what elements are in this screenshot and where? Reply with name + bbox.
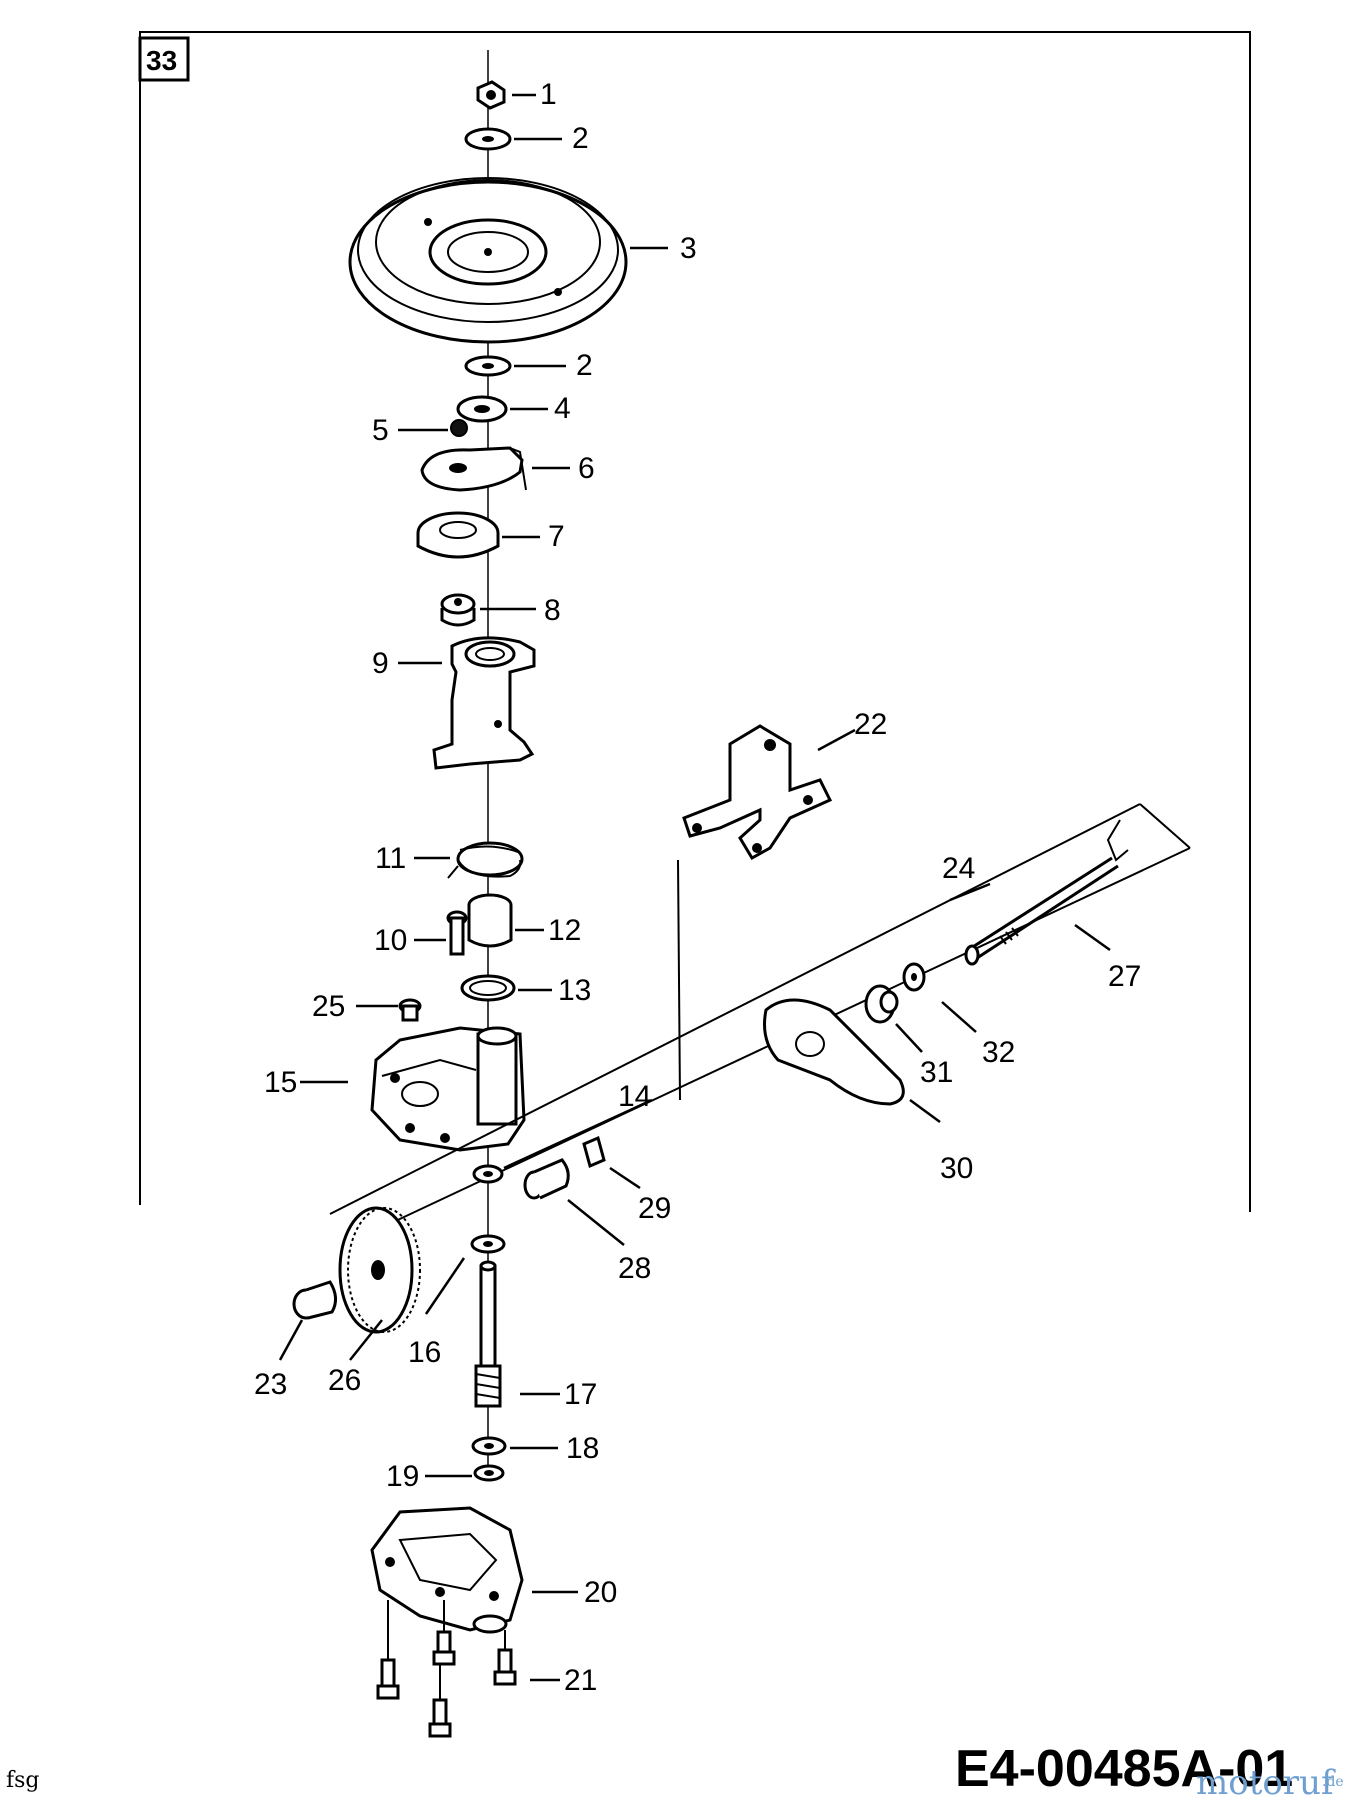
callout-label: 18	[566, 1432, 599, 1465]
spring-part	[447, 841, 524, 879]
callout-label: 6	[578, 452, 595, 485]
bushing-part	[292, 1280, 337, 1320]
worm-gear-part	[338, 1206, 421, 1334]
seal-part	[582, 1135, 606, 1169]
callout-label: 27	[1108, 960, 1141, 993]
callout-label: 23	[254, 1368, 287, 1401]
callout-label: 14	[618, 1080, 651, 1113]
watermark-logo-suffix: .de	[1322, 1774, 1344, 1790]
mounting-bracket-part	[682, 724, 833, 861]
callout-label: 20	[584, 1576, 617, 1609]
transmission-housing-part	[370, 1026, 526, 1152]
watermark-logo: motoruf	[1196, 1763, 1336, 1800]
callout-label: 12	[548, 914, 581, 947]
collar-nut-part	[440, 593, 476, 627]
callout-label: 28	[618, 1252, 651, 1285]
shift-bracket-part	[432, 636, 536, 770]
diagram-frame: 33	[138, 31, 1251, 1212]
axle-part	[329, 803, 1191, 1241]
callout-label: 8	[544, 594, 561, 627]
worm-shaft-part	[474, 1260, 502, 1408]
callout-label: 2	[576, 349, 593, 382]
washer-part	[902, 962, 926, 992]
callout-label: 15	[264, 1066, 297, 1099]
hex-nut-part	[476, 80, 506, 110]
bracket-plate-part	[420, 446, 527, 492]
o-ring-part	[460, 974, 516, 1002]
bolt-part	[432, 1600, 456, 1666]
thrust-washer-part	[470, 1234, 506, 1254]
washer-part	[464, 127, 512, 151]
callout-label: 13	[558, 974, 591, 1007]
callout-label: 26	[328, 1364, 361, 1397]
axle-bushing-part	[523, 1158, 570, 1200]
callout-label: 21	[564, 1664, 597, 1697]
callout-label: 19	[386, 1460, 419, 1493]
washer-part	[471, 1436, 507, 1456]
corner-note: fsg	[6, 1768, 40, 1793]
callout-labels: 1 2 3 2 4 5 6 7 8 9 22 11 24 10 12 27 13…	[254, 78, 1141, 1697]
spacer-washer-part	[456, 395, 508, 423]
section-number: 33	[146, 45, 177, 76]
callout-label: 31	[920, 1056, 953, 1089]
callout-label: 22	[854, 708, 887, 741]
callout-label: 25	[312, 990, 345, 1023]
callout-label: 7	[548, 520, 565, 553]
callout-label: 24	[942, 852, 975, 885]
pulley-part	[348, 177, 628, 344]
callout-label: 17	[564, 1378, 597, 1411]
callout-label: 16	[408, 1336, 441, 1369]
plug-part	[398, 998, 422, 1022]
bolt-part	[493, 1630, 517, 1686]
callout-label: 32	[982, 1036, 1015, 1069]
callout-label: 2	[572, 122, 589, 155]
callout-label: 5	[372, 414, 389, 447]
small-gear-part	[864, 984, 899, 1024]
bushing-part	[467, 893, 513, 948]
callout-label: 3	[680, 232, 697, 265]
callout-label: 1	[540, 78, 557, 111]
callout-label: 10	[374, 924, 407, 957]
washer-part	[473, 1464, 505, 1482]
cam-plate-part	[763, 998, 905, 1106]
callout-label: 30	[940, 1152, 973, 1185]
screw-part	[446, 910, 468, 956]
bolt-part	[376, 1600, 400, 1700]
bolt-part	[428, 1664, 452, 1738]
drawing-reference-code: E4-00485A-01	[955, 1740, 1293, 1798]
washer-part	[464, 355, 512, 377]
washer-part	[472, 1164, 504, 1184]
callout-label: 11	[375, 842, 406, 875]
callout-label: 9	[372, 647, 389, 680]
callout-label: 4	[554, 392, 571, 425]
callout-label: 29	[638, 1192, 671, 1225]
bearing-part	[416, 511, 500, 559]
shift-shaft-part	[964, 856, 1119, 966]
housing-cover-part	[370, 1506, 524, 1634]
leader-lines	[278, 93, 1111, 1682]
ball-part	[450, 419, 468, 437]
